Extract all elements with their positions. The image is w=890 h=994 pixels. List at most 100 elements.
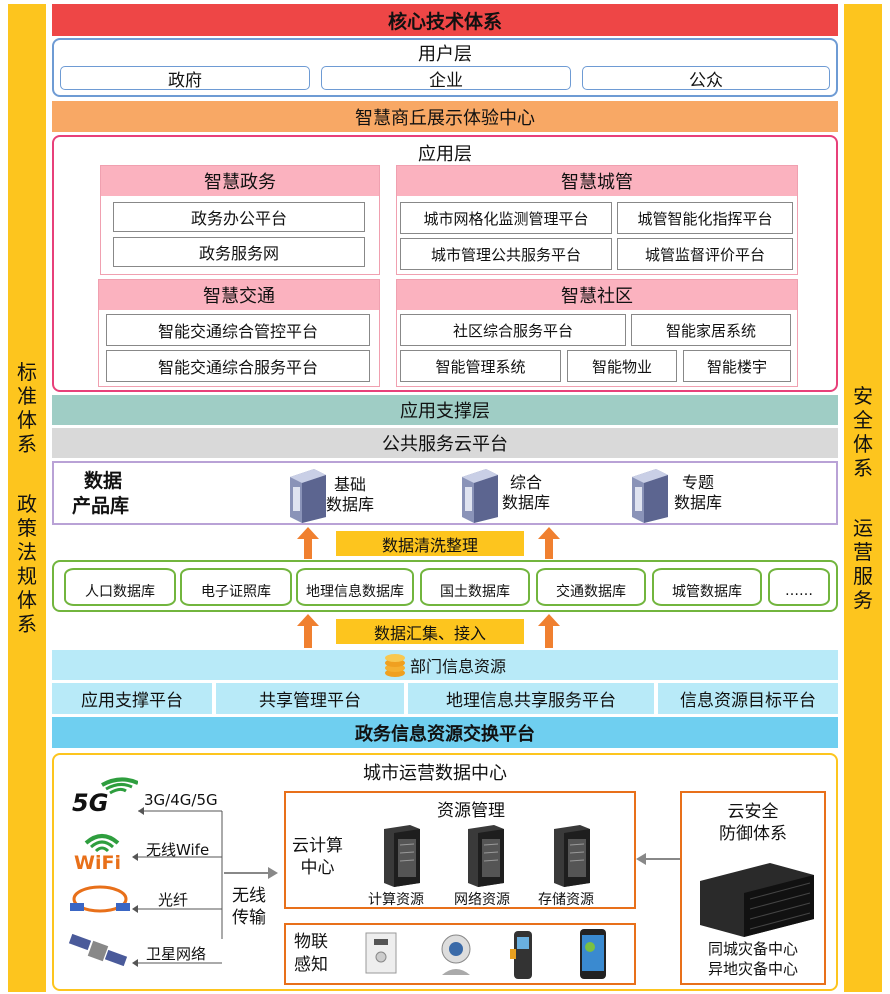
support-layer-bar: 应用支撑层 (52, 395, 838, 425)
storage-resource-label: 存储资源 (538, 892, 594, 908)
thematic-database-label: 专题 数据库 (674, 473, 723, 512)
thematic-database-group: 专题 数据库 (628, 465, 758, 523)
base-database-group: 基础 数据库 (286, 465, 416, 523)
disaster-recovery-label: 同城灾备中心 异地灾备中心 (707, 940, 798, 978)
up-arrow-icon (297, 614, 319, 648)
community-service-platform: 社区综合服务平台 (400, 314, 626, 346)
network-3g-4g-5g-label: 3G/4G/5G (144, 791, 218, 809)
network-link-line (132, 853, 222, 861)
smart-city-group: 智慧城管 城市网格化监测管理平台 城管智能化指挥平台 城市管理公共服务平台 城管… (396, 165, 798, 275)
city-data-center: 城市运营数据中心 5G 3G/4G/5G WiFi 无线Wife 光纤 卫星网络 (52, 753, 838, 991)
traffic-service-platform: 智能交通综合服务平台 (106, 350, 370, 382)
resource-management-title: 资源管理 (437, 800, 505, 821)
data-cleaning-label: 数据清洗整理 (336, 531, 524, 556)
svg-text:5G: 5G (72, 789, 108, 813)
iot-sensing-box: 物联 感知 (284, 923, 636, 985)
smart-traffic-group: 智慧交通 智能交通综合管控平台 智能交通综合服务平台 (98, 279, 380, 387)
network-link-line (132, 959, 222, 967)
data-collect-label: 数据汇集、接入 (336, 619, 524, 644)
network-satellite-label: 卫星网络 (146, 945, 207, 963)
smart-city-title: 智慧城管 (397, 166, 797, 196)
5g-icon: 5G (72, 777, 138, 813)
arrow-left-icon (636, 853, 680, 865)
up-arrow-icon (538, 527, 560, 559)
smart-property: 智能物业 (567, 350, 677, 382)
handheld-scanner-icon (510, 931, 532, 979)
smartphone-icon (580, 929, 606, 979)
exchange-platform-bar: 政务信息资源交换平台 (52, 717, 838, 748)
smart-building: 智能楼宇 (683, 350, 791, 382)
smart-home-system: 智能家居系统 (631, 314, 791, 346)
network-fiber-label: 光纤 (158, 891, 189, 909)
geo-share-service-platform: 地理信息共享服务平台 (408, 683, 654, 714)
e-license-database: 电子证照库 (180, 568, 292, 606)
iot-sensing-label: 物联 感知 (294, 932, 328, 975)
smart-community-group: 智慧社区 社区综合服务平台 智能家居系统 智能管理系统 智能物业 智能楼宇 (396, 279, 798, 387)
up-arrow-icon (297, 527, 319, 559)
population-database: 人口数据库 (64, 568, 176, 606)
cloud-security-box: 云安全 防御体系 同城灾备中心 异地灾备中心 (680, 791, 826, 985)
network-link-line (138, 807, 223, 939)
user-layer: 用户层 政府 企业 公众 (52, 38, 838, 97)
satellite-icon (68, 933, 128, 967)
integrated-database-label: 综合 数据库 (502, 473, 551, 512)
share-management-platform: 共享管理平台 (216, 683, 404, 714)
compute-server-icon (384, 825, 420, 887)
cloud-security-title: 云安全 防御体系 (719, 802, 787, 844)
smart-community-title: 智慧社区 (397, 280, 797, 310)
right-side-text-operation: 运营服务 (853, 516, 873, 612)
city-public-service-platform: 城市管理公共服务平台 (400, 238, 612, 270)
user-item-public: 公众 (582, 66, 830, 91)
left-side-text-standard: 标准体系 (17, 360, 37, 456)
server-rack-icon (700, 863, 814, 937)
user-item-enterprise: 企业 (321, 66, 571, 91)
resource-management-box: 资源管理 云计算 中心 计算资源 网络资源 (284, 791, 636, 909)
land-database: 国土数据库 (420, 568, 530, 606)
gov-service-network: 政务服务网 (113, 237, 365, 267)
database-server-icon (632, 469, 668, 523)
storage-server-icon (554, 825, 590, 887)
city-command-platform: 城管智能化指挥平台 (617, 202, 793, 234)
public-cloud-bar: 公共服务云平台 (52, 428, 838, 458)
base-database-label: 基础 数据库 (326, 475, 375, 514)
data-center-title: 城市运营数据中心 (363, 763, 507, 784)
cloud-computing-center-label: 云计算 中心 (292, 836, 343, 878)
database-server-icon (462, 469, 498, 523)
wireless-transmission-label: 无线 传输 (232, 886, 266, 928)
traffic-database: 交通数据库 (536, 568, 646, 606)
smart-gov-group: 智慧政务 政务办公平台 政务服务网 (100, 165, 380, 275)
dept-info-resource-bar: 部门信息资源 (52, 650, 838, 680)
application-layer: 应用层 智慧政务 政务办公平台 政务服务网 智慧城管 城市网格化监测管理平台 城… (52, 135, 838, 392)
left-side-bar: 标准体系 政策法规体系 (8, 4, 46, 992)
right-side-text-security: 安全体系 (853, 384, 873, 480)
traffic-control-platform: 智能交通综合管控平台 (106, 314, 370, 346)
data-product-title: 数据 产品库 (72, 470, 130, 517)
smart-management-system: 智能管理系统 (400, 350, 561, 382)
network-link-line (132, 905, 222, 913)
network-server-icon (468, 825, 504, 887)
city-supervision-platform: 城管监督评价平台 (617, 238, 793, 270)
database-row: 人口数据库 电子证照库 地理信息数据库 国土数据库 交通数据库 城管数据库 …… (52, 560, 838, 612)
data-product-library: 数据 产品库 基础 数据库 综合 数据库 (52, 461, 838, 525)
compute-resource-label: 计算资源 (368, 892, 424, 908)
database-server-icon (290, 469, 326, 523)
city-grid-monitor-platform: 城市网格化监测管理平台 (400, 202, 612, 234)
wifi-icon: WiFi (74, 834, 121, 871)
network-wifi-label: 无线Wife (146, 841, 210, 859)
core-tech-bar: 核心技术体系 (52, 4, 838, 36)
info-resource-catalog-platform: 信息资源目标平台 (658, 683, 838, 714)
left-side-text-policy: 政策法规体系 (17, 492, 37, 636)
svg-text:WiFi: WiFi (74, 852, 121, 871)
arrow-right-icon (224, 867, 278, 879)
webcam-icon (441, 934, 471, 975)
smart-gov-title: 智慧政务 (101, 166, 379, 196)
network-resource-label: 网络资源 (454, 892, 510, 908)
up-arrow-icon (538, 614, 560, 648)
right-side-bar: 安全体系 运营服务 (844, 4, 882, 992)
application-layer-title: 应用层 (418, 144, 472, 165)
experience-center-bar: 智慧商丘展示体验中心 (52, 101, 838, 132)
more-database: …… (768, 568, 830, 606)
city-management-database: 城管数据库 (652, 568, 762, 606)
coin-stack-icon (384, 654, 405, 677)
smart-traffic-title: 智慧交通 (99, 280, 379, 310)
